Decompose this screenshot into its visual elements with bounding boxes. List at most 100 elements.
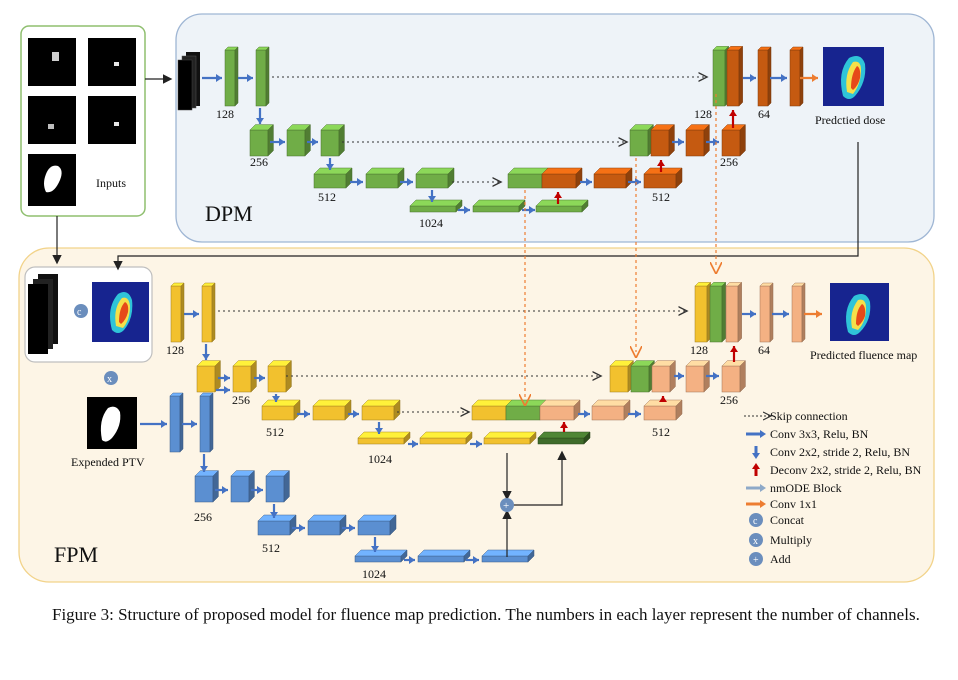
- fpm-dec2-block-0: [685, 359, 711, 393]
- concat-icon: [74, 304, 88, 318]
- fpm-enc3-block-2: [361, 399, 401, 421]
- arrows: [140, 74, 822, 564]
- fpm-dec3-up: [539, 399, 581, 421]
- ptv-label: Expended PTV: [71, 455, 145, 469]
- fpm-ch-128-dec: 128: [690, 343, 708, 357]
- inputs-label: Inputs: [96, 176, 126, 190]
- fpm-ptv-enc2-block-0: [194, 469, 220, 503]
- multiply-icon: [104, 371, 118, 385]
- down-arrow-icon-head: [752, 453, 760, 459]
- dpm-enc3-block-1: [365, 167, 405, 189]
- fpm-ch-64: 64: [758, 343, 770, 357]
- legend-label-4: nmODE Block: [770, 481, 842, 495]
- right-arrow-icon-head: [760, 500, 766, 508]
- predicted-dose-thumbnail: [823, 47, 884, 106]
- fpm-dec1-block-1: [791, 282, 806, 343]
- svg-text:c: c: [77, 307, 82, 318]
- dpm-dec2-block-0: [685, 123, 711, 157]
- legend-item-3: Deconv 2x2, stride 2, Relu, BN: [752, 463, 922, 477]
- legend-label-3: Deconv 2x2, stride 2, Relu, BN: [770, 463, 922, 477]
- fpm-dec3-block-1: [643, 399, 683, 421]
- fpm-ptv-bottleneck-block-1: [417, 549, 471, 563]
- dpm-enc2-block-1: [286, 123, 312, 157]
- dpm-bottleneck-block-2: [535, 199, 589, 213]
- legend-label-8: Add: [770, 552, 791, 566]
- fpm-enc2-block-2: [267, 359, 293, 393]
- dpm-output-label: Predctied dose: [815, 113, 885, 127]
- dpm-bottleneck-block-1: [472, 199, 526, 213]
- dpm-enc2-block-0: [249, 123, 275, 157]
- plus-circle-glyph: +: [753, 555, 759, 566]
- fpm-ch-128: 128: [166, 343, 184, 357]
- dpm-dec2-skip: [629, 123, 655, 157]
- enc2-ch-256: 256: [194, 510, 212, 524]
- fpm-ptv-enc3-block-1: [307, 514, 347, 536]
- input-thumbnails: [28, 38, 136, 206]
- fpm-enc2-block-1: [232, 359, 258, 393]
- c-circle-glyph: c: [753, 516, 758, 527]
- c-circle-icon: [749, 513, 763, 527]
- dpm-enc3-block-2: [415, 167, 455, 189]
- dpm-input-stack: [177, 52, 200, 111]
- fpm-ptv-enc3-block-2: [357, 514, 397, 536]
- dpm-dec3-up: [541, 167, 583, 189]
- fpm-fused-bottleneck: [537, 431, 591, 445]
- legend-item-5: Conv 1x1: [746, 497, 817, 511]
- dpm-title: DPM: [205, 201, 253, 226]
- fpm-ptv-enc1-block-0: [169, 392, 184, 453]
- dpm-ch-512-dec: 512: [652, 190, 670, 204]
- dpm-dec2-up: [650, 123, 676, 157]
- fpm-ch-512: 512: [266, 425, 284, 439]
- legend-item-8: + Add: [749, 552, 791, 566]
- legend-label-0: Skip connection: [770, 409, 848, 423]
- fpm-bottleneck-block-2: [483, 431, 537, 445]
- fpm-ch-1024: 1024: [368, 452, 392, 466]
- dpm-ch-64: 64: [758, 107, 770, 121]
- legend-item-0: Skip connection: [744, 409, 848, 423]
- x-circle-glyph: x: [753, 536, 758, 547]
- dpm-ch-256-dec: 256: [720, 155, 738, 169]
- fpm-dec2-block-1: [721, 359, 747, 393]
- fpm-ptv-enc2-block-2: [265, 469, 291, 503]
- fpm-ptv-enc1-block-1: [199, 392, 214, 453]
- fpm-title: FPM: [54, 542, 98, 567]
- dpm-panel: [175, 13, 935, 243]
- fpm-enc3-block-1: [312, 399, 352, 421]
- right-arrow-icon-head: [760, 430, 766, 438]
- fpm-bottleneck-block-1: [419, 431, 473, 445]
- dpm-to-fpm-links: [525, 94, 716, 400]
- enc2-ch-512: 512: [262, 541, 280, 555]
- skip-connections: [218, 77, 706, 412]
- legend-item-7: x Multiply: [749, 533, 812, 547]
- dpm-dec1-up: [726, 45, 744, 107]
- dpm-dec3-block-1: [643, 167, 683, 189]
- ptv-thumbnail: [87, 397, 137, 449]
- svg-text:+: +: [503, 500, 509, 512]
- legend-item-2: Conv 2x2, stride 2, Relu, BN: [752, 445, 910, 459]
- fpm-ptv-bottleneck-block-2: [481, 549, 535, 563]
- legend-label-2: Conv 2x2, stride 2, Relu, BN: [770, 445, 910, 459]
- dpm-enc2-block-2: [320, 123, 346, 157]
- fpm-dec1-up: [725, 281, 743, 343]
- figure-caption: Figure 3: Structure of proposed model fo…: [52, 605, 920, 624]
- plus-circle-icon: [749, 552, 763, 566]
- svg-text:x: x: [107, 374, 112, 385]
- up-arrow-icon-head: [752, 463, 760, 469]
- add-node: +: [500, 450, 567, 557]
- fpm-dec2-up: [651, 359, 677, 393]
- fpm-input-stack: [28, 274, 58, 354]
- legend-label-7: Multiply: [770, 533, 812, 547]
- dpm-dec1-block-1: [789, 46, 804, 107]
- fpm-ch-512-dec: 512: [652, 425, 670, 439]
- fpm-enc3-block-0: [261, 399, 301, 421]
- dpm-ch-256: 256: [250, 155, 268, 169]
- dpm-ch-1024: 1024: [419, 216, 443, 230]
- fpm-ptv-enc3-block-0: [257, 514, 297, 536]
- fpm-dec1-skip: [694, 281, 712, 343]
- dpm-dec2-block-1: [721, 123, 747, 157]
- fpm-enc1-block-0: [170, 282, 185, 343]
- fpm-dec3-block-0: [591, 399, 631, 421]
- predicted-fluence-thumbnail: [830, 283, 889, 341]
